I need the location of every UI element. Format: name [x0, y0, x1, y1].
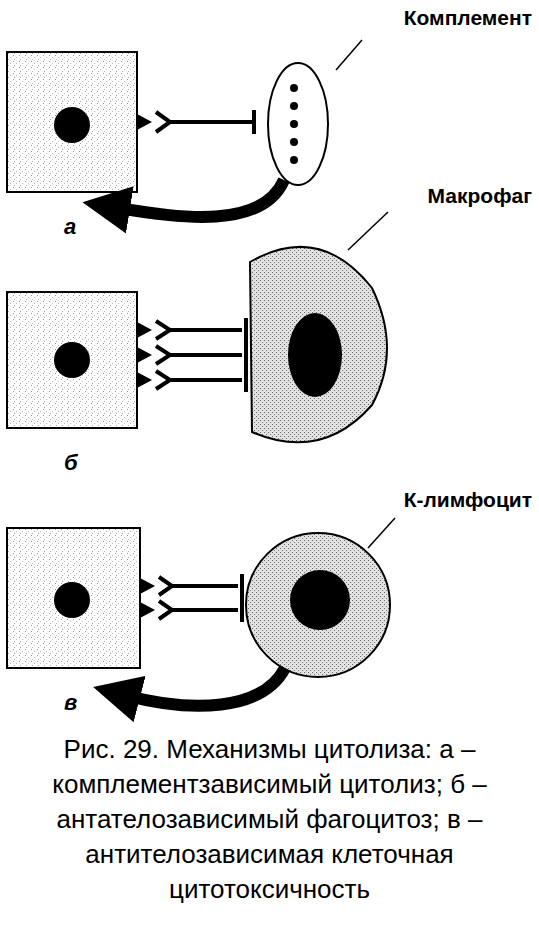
leader-line	[348, 212, 388, 250]
cytotoxic-arrow	[128, 668, 285, 706]
panel-letter: а	[64, 214, 76, 240]
k-lymphocyte-shape	[246, 533, 390, 677]
receptor-bar	[252, 110, 256, 134]
cell-nucleus	[54, 582, 90, 618]
row-c	[7, 518, 395, 706]
leader-line	[368, 518, 395, 548]
panel-letter: в	[64, 690, 77, 716]
leader-line	[336, 40, 362, 70]
cell-nucleus	[54, 107, 90, 143]
cell-node: Макрофаг	[240, 184, 534, 449]
target-cell	[7, 528, 140, 668]
figure-caption: Рис. 29. Механизмы цитолиза: а – комплем…	[4, 732, 535, 907]
cell-nucleus	[54, 342, 90, 378]
cell-node: К-лимфоцит	[242, 488, 534, 680]
antigen	[137, 347, 152, 363]
antibody	[159, 577, 238, 619]
complement-dots	[290, 84, 298, 164]
target-cell	[7, 292, 137, 428]
antigen	[140, 602, 155, 618]
panel-letter: б	[64, 450, 78, 476]
macrophage-nucleus	[288, 313, 342, 397]
antigen	[137, 322, 152, 338]
complement-shape	[268, 63, 328, 185]
row-b	[7, 212, 388, 442]
k-lymphocyte-nucleus	[290, 570, 350, 630]
antigen	[137, 114, 152, 130]
receptor-bar	[244, 318, 248, 392]
row-a	[7, 40, 362, 217]
cell-label: К-лимфоцит	[402, 488, 534, 512]
antigen	[140, 578, 155, 594]
antigen	[137, 372, 152, 388]
cell-label: Макрофаг	[426, 184, 534, 208]
macrophage-shape	[250, 247, 387, 442]
lysis-arrow	[118, 180, 284, 217]
antibody	[156, 112, 252, 132]
cell-node: Комплемент	[262, 6, 534, 188]
antibody	[156, 321, 242, 389]
cell-label: Комплемент	[402, 6, 534, 30]
target-cell	[7, 52, 137, 192]
receptor-bar	[240, 574, 244, 622]
